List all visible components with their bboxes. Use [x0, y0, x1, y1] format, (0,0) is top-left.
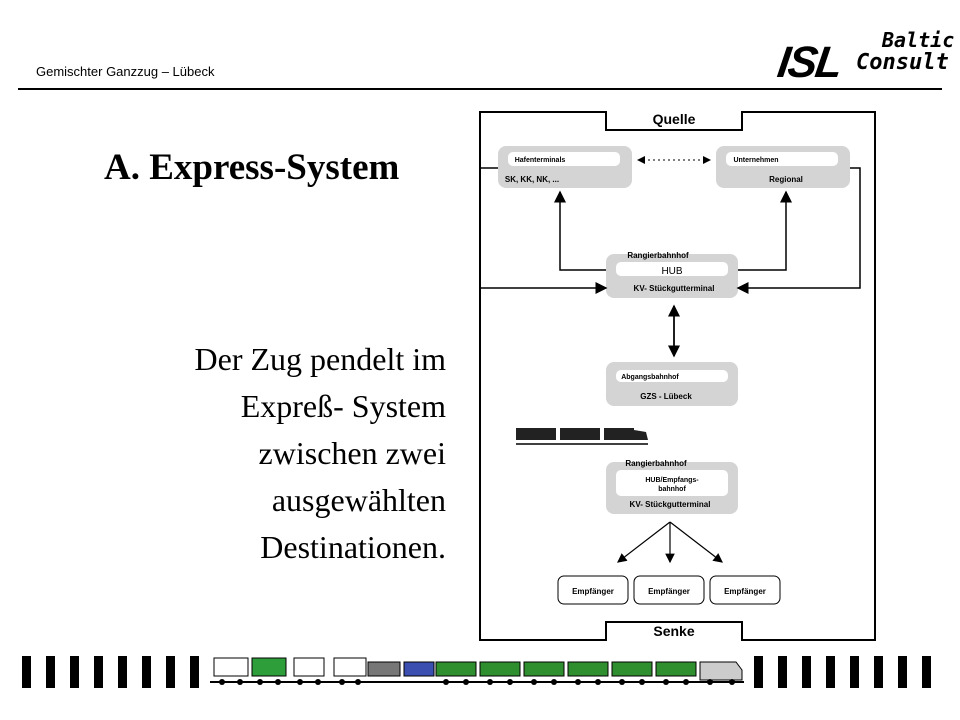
slide-title: A. Express-System — [104, 147, 400, 188]
hub2-mid2: bahnhof — [658, 486, 686, 493]
hafen-title: Hafenterminals — [515, 157, 566, 164]
body-line: Der Zug pendelt im — [194, 341, 446, 377]
unternehmen-title: Unternehmen — [733, 157, 778, 164]
hub2-mid1: HUB/Empfangs- — [645, 477, 699, 484]
body-line: ausgewählten — [271, 482, 446, 518]
outer-frame — [479, 111, 876, 641]
header-title: Gemischter Ganzzug – Lübeck — [36, 64, 215, 79]
abgang-sub: GZS - Lübeck — [640, 392, 692, 401]
receiver-label: Empfänger — [648, 587, 690, 596]
top-label: Quelle — [653, 111, 696, 127]
receiver-box — [709, 575, 781, 605]
logistics-diagram: Quelle Senke Hafenterminals SK, KK, NK, … — [479, 111, 876, 641]
hub2-bottom: KV- Stückgutterminal — [630, 500, 711, 509]
isl-baltic-consult-logo: ISL Baltic Consult — [772, 24, 955, 87]
header-rule — [18, 88, 942, 90]
unternehmen-sub: Regional — [769, 175, 803, 184]
hub-bottom: KV- Stückgutterminal — [634, 284, 715, 293]
hub2-top: Rangierbahnhof — [625, 459, 687, 468]
logo-main-text: ISL — [774, 38, 844, 87]
receiver-box — [633, 575, 705, 605]
logo-bottom-text: Consult — [856, 50, 949, 75]
body-line: Destinationen. — [260, 529, 446, 565]
hub-top: Rangierbahnhof — [627, 251, 689, 260]
receiver-label: Empfänger — [572, 587, 614, 596]
hub-mid: HUB — [661, 266, 682, 277]
train-icon — [516, 428, 648, 445]
slide-body: Der Zug pendelt im Expreß- System zwisch… — [86, 336, 446, 571]
bottom-label: Senke — [653, 623, 694, 639]
track-right-bars — [754, 656, 931, 688]
body-line: zwischen zwei — [258, 435, 446, 471]
logo-top-text: Baltic — [882, 28, 955, 52]
receiver-box — [557, 575, 629, 605]
track-left-bars — [22, 656, 199, 688]
train-wagons — [210, 657, 744, 685]
hafen-sub: SK, KK, NK, ... — [505, 175, 559, 184]
body-line: Expreß- System — [240, 388, 446, 424]
abgang-title: Abgangsbahnhof — [621, 374, 679, 381]
receiver-label: Empfänger — [724, 587, 766, 596]
train-footer-decoration — [22, 656, 931, 688]
